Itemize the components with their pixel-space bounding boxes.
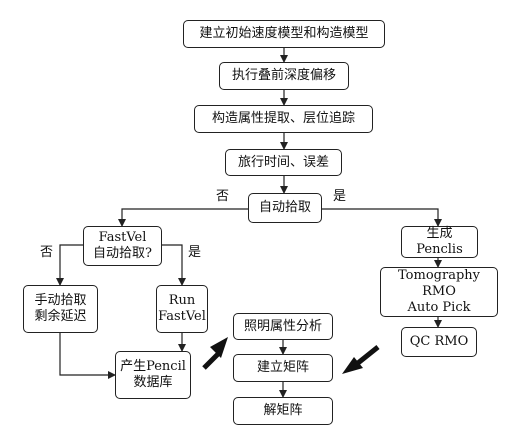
step-pencil-db: 产生Pencil 数据库 [115, 351, 191, 399]
step-illumination: 照明属性分析 [233, 313, 333, 340]
step-migration: 执行叠前深度偏移 [219, 62, 349, 90]
step-build-models: 建立初始速度模型和构造模型 [183, 20, 385, 48]
bold-arrowhead-illum [210, 337, 228, 358]
step-auto-pick: 自动拾取 [248, 193, 322, 223]
bold-arrowhead-matrix [342, 357, 363, 374]
step-manual-pick: 手动拾取 剩余延迟 [23, 285, 98, 333]
bold-arrow-to-illum [202, 351, 221, 370]
step-attr-extract: 构造属性提取、层位追踪 [194, 105, 373, 133]
step-qc-rmo: QC RMO [401, 327, 477, 357]
arrow-fastvel-no [56, 244, 83, 286]
arrow-autopick-yes [322, 208, 442, 227]
bold-arrow-to-matrix [356, 345, 380, 365]
branch-label-fastvel-no: 否 [40, 245, 54, 260]
step-run-fastvel: Run FastVel [156, 285, 208, 333]
branch-label-auto-no: 否 [216, 189, 230, 204]
step-gen-pencils: 生成Penclis [401, 226, 478, 258]
step-tomography-rmo: Tomography RMO Auto Pick [380, 267, 498, 317]
step-build-matrix: 建立矩阵 [233, 354, 333, 382]
branch-label-fastvel-yes: 是 [188, 245, 202, 260]
arrow-autopick-no [118, 208, 248, 227]
arrow-manual-to-db [59, 333, 116, 379]
branch-label-auto-yes: 是 [333, 189, 347, 204]
step-traveltime: 旅行时间、误差 [225, 149, 342, 176]
step-solve-matrix: 解矩阵 [233, 397, 333, 425]
step-fastvel-decision: FastVel 自动拾取? [83, 226, 162, 266]
arrow-fastvel-yes [162, 244, 186, 286]
